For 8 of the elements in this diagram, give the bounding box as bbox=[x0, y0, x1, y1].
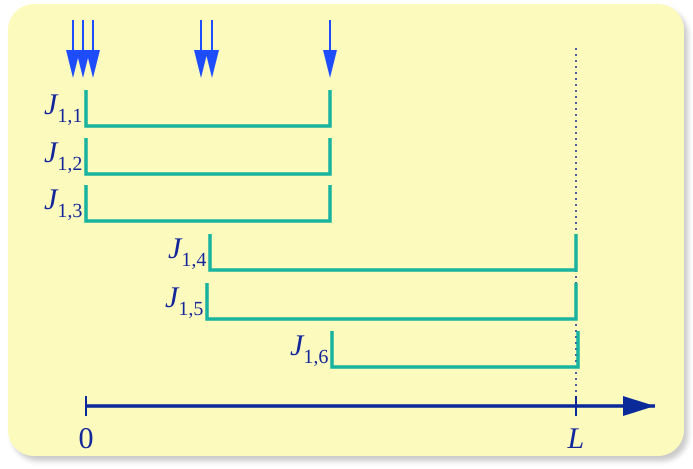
axis-tick-label: 0 bbox=[78, 424, 94, 454]
job-label: J$_{1,3}$ bbox=[44, 185, 82, 221]
job-label: J$_{1,6}$ bbox=[290, 331, 328, 367]
job-label: J$_{1,5}$ bbox=[165, 283, 204, 319]
job-label: J$_{1,1}$ bbox=[44, 90, 82, 126]
job-label: J$_{1,2}$ bbox=[44, 138, 82, 174]
job-label: J$_{1,4}$ bbox=[168, 234, 206, 270]
axis-tick-label: L bbox=[568, 424, 584, 454]
